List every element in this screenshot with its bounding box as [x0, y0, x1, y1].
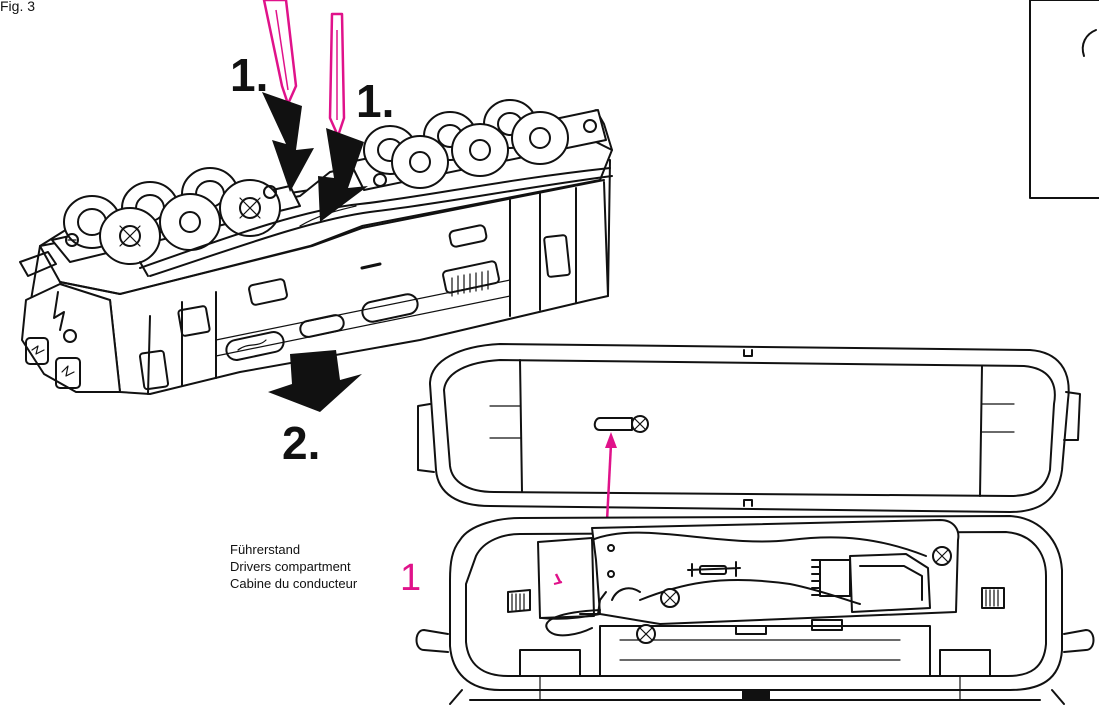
bogie-left	[51, 167, 301, 277]
caption-line-en: Drivers compartment	[230, 559, 351, 574]
step-1-label: 1.	[230, 49, 269, 101]
chassis-with-decoder	[415, 515, 1095, 705]
inset-detail-frame	[1029, 0, 1099, 199]
figure-label: Fig. 3	[0, 0, 36, 14]
arrow-down-icon	[268, 350, 362, 412]
callout-caption: Führerstand Drivers compartment Cabine d…	[230, 541, 390, 592]
caption-line-de: Führerstand	[230, 542, 301, 557]
step-2-label: 2.	[282, 417, 321, 469]
arrow-down-icon	[262, 92, 314, 192]
screw-icon	[636, 624, 656, 644]
arrow-down-icon	[318, 128, 368, 222]
bottom-plate	[417, 343, 1081, 513]
screw-icon	[660, 588, 680, 608]
bogie-right	[349, 99, 607, 191]
caption-line-fr: Cabine du conducteur	[230, 576, 358, 591]
screw-icon	[932, 546, 952, 566]
screwdriver-icon	[328, 12, 346, 138]
callout-number: 1	[400, 557, 422, 599]
step-1-label: 1.	[356, 75, 395, 127]
screw-icon	[631, 415, 649, 433]
screwdriver-icon	[262, 0, 298, 106]
